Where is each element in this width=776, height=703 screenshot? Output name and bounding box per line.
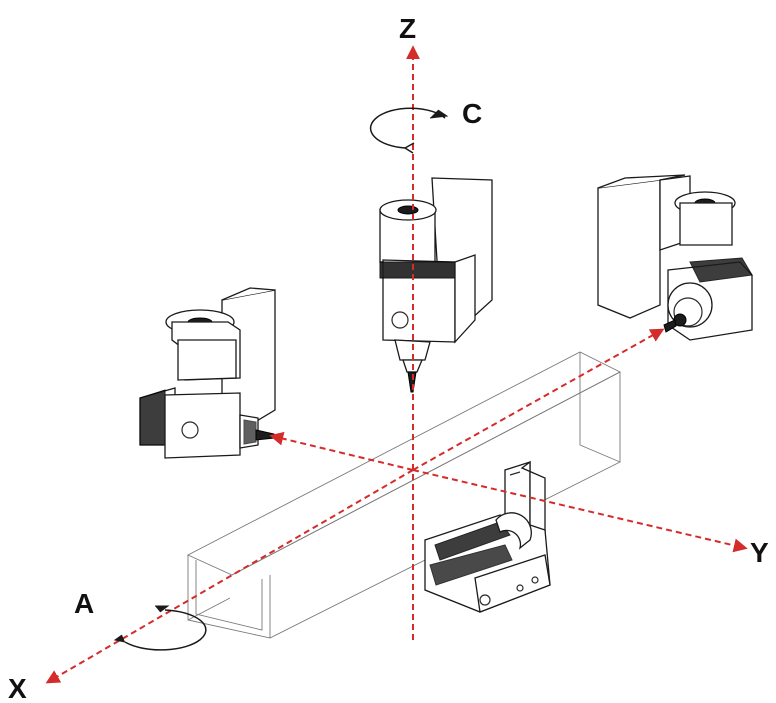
spindle-head-center [379,177,493,393]
c-rotation-label: C [462,98,482,129]
a-rotation-label: A [74,588,94,619]
z-axis-label: Z [399,13,416,44]
spindle-head-right [597,174,753,341]
axis-lines [45,45,748,684]
y-axis-label: Y [750,537,769,568]
c-rotation-arrow [369,107,449,154]
x-axis-label: X [8,673,27,703]
left-tool-line [269,431,414,471]
clamp-assembly [424,460,551,613]
y-axis-line [412,469,748,553]
x-axis-line [45,469,414,684]
right-tool-line [412,328,665,471]
a-rotation-arrow [113,605,207,651]
spindle-head-left [139,287,276,459]
